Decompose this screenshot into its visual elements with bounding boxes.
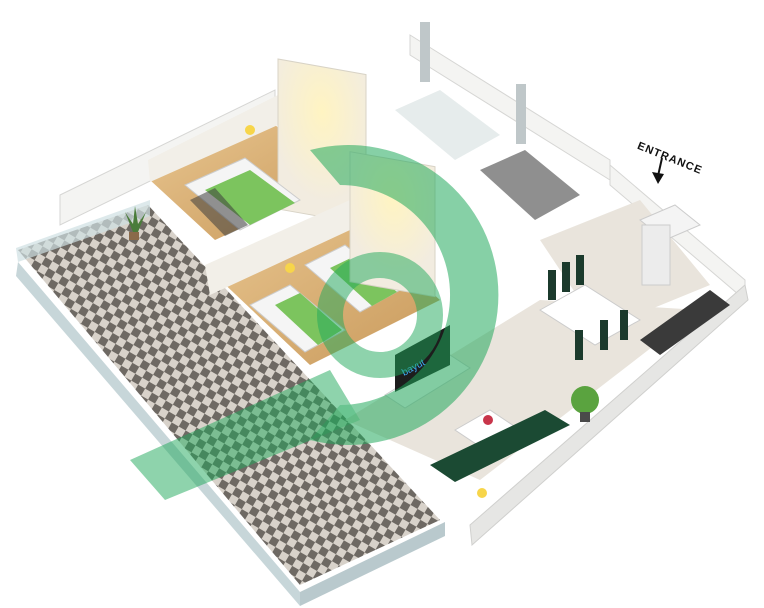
kitchen-counter bbox=[640, 290, 730, 355]
dining-table bbox=[539, 255, 641, 360]
terrace-railing-front bbox=[16, 262, 300, 606]
master-bedroom-wall bbox=[148, 95, 278, 182]
entrance-arrow-icon bbox=[652, 157, 664, 184]
fridge bbox=[639, 204, 701, 286]
ceiling-lamp bbox=[477, 488, 487, 498]
second-bedroom-wall bbox=[205, 200, 350, 295]
plant-terrace bbox=[125, 206, 146, 240]
master-bed bbox=[184, 157, 301, 236]
bayut-watermark-icon bbox=[130, 145, 499, 500]
bathroom-1-floor bbox=[395, 90, 500, 160]
outer-wall-front bbox=[469, 284, 749, 547]
terrace-railing bbox=[16, 200, 150, 262]
bedside-lamp-2 bbox=[285, 263, 295, 273]
terrace-railing-right bbox=[300, 522, 445, 606]
bedside-lamp bbox=[245, 125, 255, 135]
plant-living bbox=[571, 386, 599, 422]
sofa bbox=[430, 410, 570, 482]
bathroom-2-floor bbox=[480, 150, 580, 220]
shower-panel-1 bbox=[420, 22, 430, 82]
terrace-floor bbox=[18, 205, 440, 585]
living-floor bbox=[345, 300, 700, 480]
shower-panel-2 bbox=[516, 84, 526, 144]
